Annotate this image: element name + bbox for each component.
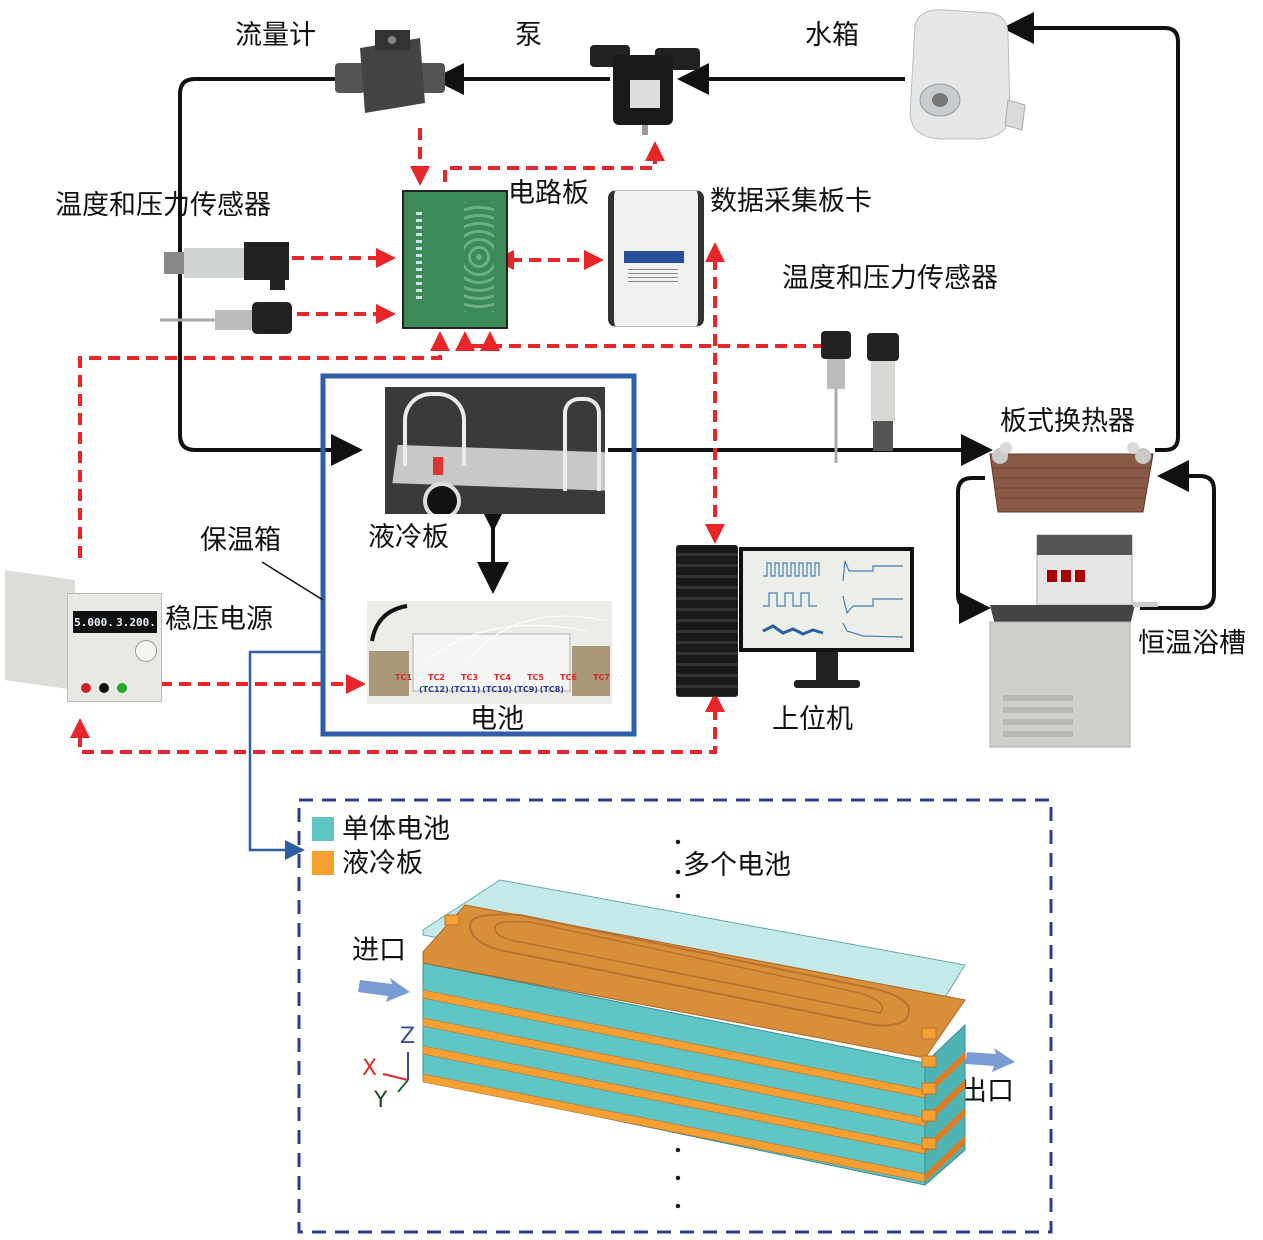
power-supply-device: 5.000. 3.200. bbox=[5, 565, 162, 705]
monitor bbox=[739, 547, 914, 652]
tc-label: TC2 bbox=[428, 673, 445, 682]
insulation-box bbox=[320, 373, 637, 737]
axis-label-y: Y bbox=[374, 1088, 388, 1113]
label-cold-plate: 液冷板 bbox=[368, 522, 449, 553]
sensors-right-device bbox=[821, 331, 899, 463]
flowmeter-device bbox=[335, 30, 445, 113]
tc-label-back: (TC12) bbox=[419, 685, 449, 694]
legend-item-cell: 单体电池 bbox=[312, 812, 450, 846]
tc-label: TC5 bbox=[527, 673, 544, 682]
label-inlet: 进口 bbox=[352, 935, 406, 966]
signal-sensors-right-to-board bbox=[455, 331, 825, 351]
circuit-board-device bbox=[402, 190, 508, 329]
psu-current-display: 3.200. bbox=[116, 615, 156, 629]
water-tank-device bbox=[909, 9, 1026, 140]
label-water-tank: 水箱 bbox=[805, 20, 859, 51]
model-legend: 单体电池 液冷板 bbox=[312, 812, 450, 880]
pc-tower bbox=[676, 545, 738, 697]
signal-lines bbox=[70, 128, 825, 754]
tc-label: TC6 bbox=[560, 673, 577, 682]
label-circuit-board: 电路板 bbox=[508, 178, 589, 209]
legend-item-coldplate: 液冷板 bbox=[312, 846, 450, 880]
label-pump: 泵 bbox=[515, 20, 542, 51]
label-flowmeter: 流量计 bbox=[235, 20, 316, 51]
label-sensors-right: 温度和压力传感器 bbox=[782, 263, 998, 294]
tc-label: TC7 bbox=[593, 673, 610, 682]
label-multi-battery: 多个电池 bbox=[683, 850, 791, 881]
thermostatic-bath-device bbox=[989, 534, 1158, 748]
zoom-connector bbox=[248, 650, 323, 860]
legend-swatch-coldplate bbox=[312, 851, 334, 875]
tc-label-back: (TC9) bbox=[513, 685, 538, 694]
tc-label: TC3 bbox=[461, 673, 478, 682]
host-computer-device bbox=[676, 545, 926, 705]
monitor-screen-plots bbox=[762, 560, 904, 638]
label-daq-card: 数据采集板卡 bbox=[710, 186, 872, 217]
fluid-line-exchanger-to-tank bbox=[1002, 12, 1180, 452]
daq-card-device bbox=[608, 190, 704, 327]
cold-plate-photo bbox=[385, 387, 605, 514]
signal-board-to-pump bbox=[443, 141, 665, 182]
label-host-computer: 上位机 bbox=[772, 704, 853, 735]
label-power-supply: 稳压电源 bbox=[165, 604, 273, 635]
signal-psu-to-board bbox=[78, 331, 450, 558]
plate-heat-exchanger-device bbox=[989, 442, 1154, 513]
tc-label: TC4 bbox=[494, 673, 511, 682]
psu-knob bbox=[135, 640, 157, 662]
axis-label-x: X bbox=[362, 1056, 378, 1081]
tc-label-back: (TC8) bbox=[539, 685, 564, 694]
tc-label: TC1 bbox=[395, 673, 412, 682]
label-outlet: 出口 bbox=[960, 1076, 1014, 1107]
model-panel-frame bbox=[297, 798, 1053, 1234]
label-battery: 电池 bbox=[470, 704, 524, 735]
tc-label-back: (TC11) bbox=[450, 685, 481, 694]
label-thermostatic-bath: 恒温浴槽 bbox=[1138, 628, 1246, 659]
label-insulation-box: 保温箱 bbox=[200, 525, 281, 556]
pump-device bbox=[590, 45, 700, 135]
fluid-line-bath-to-exchanger bbox=[1140, 460, 1216, 610]
legend-label-coldplate: 液冷板 bbox=[342, 847, 423, 879]
legend-label-cell: 单体电池 bbox=[342, 813, 450, 845]
label-plate-heat-exchanger: 板式换热器 bbox=[1000, 406, 1135, 437]
fluid-line-exchanger-to-bath bbox=[956, 476, 991, 624]
signal-pc-to-psu bbox=[70, 692, 725, 754]
psu-voltage-display: 5.000. bbox=[74, 615, 114, 629]
sensors-left-device bbox=[160, 242, 292, 334]
label-sensors-left: 温度和压力传感器 bbox=[55, 190, 271, 221]
insulation-box-leader bbox=[261, 561, 324, 601]
axis-label-z: Z bbox=[400, 1024, 416, 1049]
tc-label-back: (TC10) bbox=[482, 685, 512, 694]
sensor-wires bbox=[370, 604, 608, 662]
battery-photo: TC1 TC2 TC3 TC4 TC5 TC6 TC7 (TC12) (TC11… bbox=[367, 601, 612, 704]
legend-swatch-cell bbox=[312, 817, 334, 841]
